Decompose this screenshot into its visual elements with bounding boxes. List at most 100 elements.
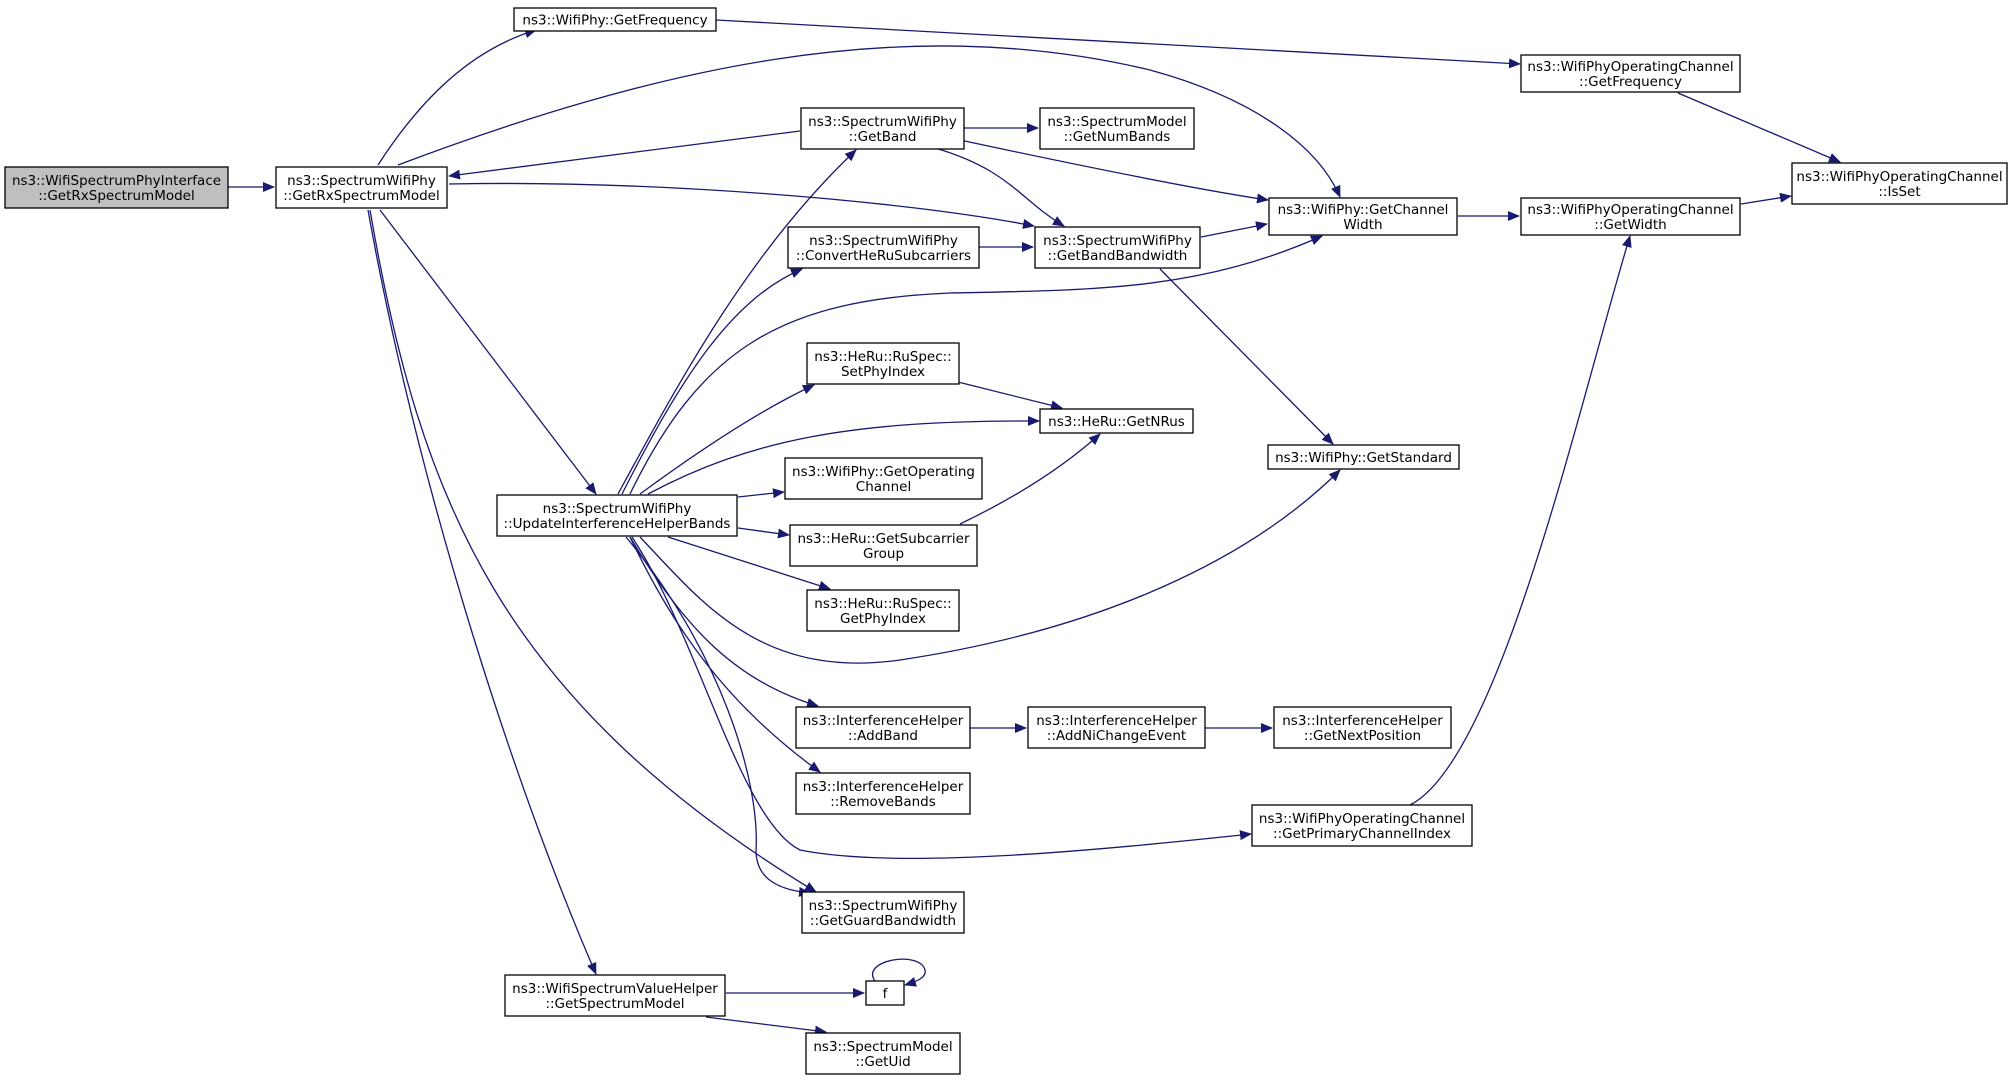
node-box[interactable] — [1039, 408, 1194, 434]
node-label: ns3::WifiPhy::GetOperating — [792, 464, 975, 480]
node-box[interactable] — [4, 166, 229, 209]
node-label: ::RemoveBands — [830, 794, 936, 810]
node-box[interactable] — [1027, 706, 1206, 749]
node-box[interactable] — [805, 1032, 961, 1075]
node-label: SetPhyIndex — [841, 364, 925, 380]
node-box[interactable] — [1520, 54, 1741, 93]
edge-sp_update-to-sp_getband — [617, 149, 857, 495]
node-sp_update[interactable]: ns3::SpectrumWifiPhy::UpdateInterference… — [496, 494, 738, 537]
node-label: ns3::WifiSpectrumValueHelper — [512, 981, 718, 997]
node-sm_getuid[interactable]: ns3::SpectrumModel::GetUid — [805, 1032, 961, 1075]
node-box[interactable] — [496, 494, 738, 537]
node-sm_getnumbands[interactable]: ns3::SpectrumModel::GetNumBands — [1039, 107, 1195, 150]
edge-sp_getband-to-wp_getchw — [959, 139, 1269, 204]
node-sp_convert[interactable]: ns3::SpectrumWifiPhy::ConvertHeRuSubcarr… — [787, 226, 980, 269]
node-box[interactable] — [801, 891, 965, 934]
node-label: Channel — [856, 479, 911, 495]
node-label: ::AddNiChangeEvent — [1047, 728, 1186, 744]
edge-sp_update-to-oc_getprim — [631, 536, 1252, 860]
edge-sp_getrx-to-wp_getchw — [397, 45, 1341, 198]
node-box[interactable] — [787, 226, 980, 269]
node-label: ::GetNumBands — [1064, 129, 1171, 145]
edge-sp_getband-to-sp_getbandbw — [934, 147, 1065, 227]
node-label: ::GetRxSpectrumModel — [283, 188, 439, 204]
node-label: ns3::SpectrumWifiPhy — [808, 114, 957, 130]
node-box[interactable] — [806, 589, 960, 632]
node-label: ns3::HeRu::RuSpec:: — [814, 349, 951, 365]
node-label: ::GetUid — [855, 1054, 910, 1070]
node-box[interactable] — [504, 974, 726, 1017]
edge-sp_getrx-to-wp_getfreq — [377, 28, 537, 166]
node-label: ns3::SpectrumModel — [813, 1039, 952, 1055]
edge-wp_getfreq-to-oc_getfreq — [715, 19, 1521, 69]
node-ru_setphy[interactable]: ns3::HeRu::RuSpec::SetPhyIndex — [806, 342, 960, 385]
node-box[interactable] — [1039, 107, 1195, 150]
node-box[interactable] — [513, 7, 717, 32]
node-label: ::GetGuardBandwidth — [810, 913, 956, 929]
node-heru_getnrus[interactable]: ns3::HeRu::GetNRus — [1039, 408, 1194, 434]
node-label: ::GetWidth — [1594, 217, 1666, 233]
edge-sp_update-to-ru_getphy — [667, 536, 831, 591]
edge-sp_update-to-ih_remove — [629, 536, 821, 773]
node-label: ::GetRxSpectrumModel — [38, 188, 194, 204]
node-oc_getfreq[interactable]: ns3::WifiPhyOperatingChannel::GetFrequen… — [1520, 54, 1741, 93]
node-wp_getfreq[interactable]: ns3::WifiPhy::GetFrequency — [513, 7, 717, 32]
node-box[interactable] — [1251, 804, 1473, 847]
edge-sp_update-to-heru_getsub — [737, 527, 790, 539]
node-box[interactable] — [795, 772, 971, 815]
node-oc_isset[interactable]: ns3::WifiPhyOperatingChannel::IsSet — [1791, 162, 2008, 205]
node-box[interactable] — [275, 166, 448, 209]
node-ih_addni[interactable]: ns3::InterferenceHelper::AddNiChangeEven… — [1027, 706, 1206, 749]
edge-heru_getsub-to-heru_getnrus — [959, 433, 1101, 525]
node-label: ns3::WifiSpectrumPhyInterface — [12, 173, 221, 189]
node-ih_getnext[interactable]: ns3::InterferenceHelper::GetNextPosition — [1273, 706, 1452, 749]
node-box[interactable] — [795, 706, 971, 749]
node-ih_remove[interactable]: ns3::InterferenceHelper::RemoveBands — [795, 772, 971, 815]
node-label: ns3::InterferenceHelper — [1282, 713, 1443, 729]
node-box[interactable] — [865, 980, 905, 1006]
node-sp_getband[interactable]: ns3::SpectrumWifiPhy::GetBand — [800, 107, 965, 150]
node-box[interactable] — [1520, 197, 1741, 236]
node-label: ::GetFrequency — [1579, 74, 1682, 90]
call-edges — [228, 19, 1841, 1036]
node-ru_getphy[interactable]: ns3::HeRu::RuSpec::GetPhyIndex — [806, 589, 960, 632]
edge-sp_update-to-ru_setphy — [639, 384, 815, 495]
node-ih_addband[interactable]: ns3::InterferenceHelper::AddBand — [795, 706, 971, 749]
node-f[interactable]: f — [865, 980, 905, 1006]
node-oc_getprim[interactable]: ns3::WifiPhyOperatingChannel::GetPrimary… — [1251, 804, 1473, 847]
node-box[interactable] — [800, 107, 965, 150]
node-box[interactable] — [1273, 706, 1452, 749]
node-root[interactable]: ns3::WifiSpectrumPhyInterface::GetRxSpec… — [4, 166, 229, 209]
node-box[interactable] — [789, 524, 978, 567]
node-label: ::GetNextPosition — [1304, 728, 1421, 744]
node-label: ns3::WifiPhyOperatingChannel — [1796, 169, 2002, 185]
node-wp_getstd[interactable]: ns3::WifiPhy::GetStandard — [1267, 444, 1460, 470]
node-box[interactable] — [806, 342, 960, 385]
node-label: ns3::WifiPhyOperatingChannel — [1259, 811, 1465, 827]
node-sp_getbandbw[interactable]: ns3::SpectrumWifiPhy::GetBandBandwidth — [1034, 226, 1201, 269]
node-box[interactable] — [1268, 197, 1458, 236]
node-box[interactable] — [784, 457, 983, 500]
node-label: ns3::SpectrumWifiPhy — [1043, 233, 1192, 249]
edge-sp_getband-to-sp_getrx — [448, 130, 801, 180]
node-box[interactable] — [1267, 444, 1460, 470]
node-label: ns3::SpectrumWifiPhy — [543, 501, 692, 517]
node-svh_getsm[interactable]: ns3::WifiSpectrumValueHelper::GetSpectru… — [504, 974, 726, 1017]
node-oc_getwidth[interactable]: ns3::WifiPhyOperatingChannel::GetWidth — [1520, 197, 1741, 236]
node-label: ::GetSpectrumModel — [545, 996, 684, 1012]
node-box[interactable] — [1034, 226, 1201, 269]
node-label: ns3::SpectrumModel — [1047, 114, 1186, 130]
node-box[interactable] — [1791, 162, 2008, 205]
node-label: ::AddBand — [848, 728, 918, 744]
node-label: ns3::WifiPhyOperatingChannel — [1527, 59, 1733, 75]
node-sp_getguard[interactable]: ns3::SpectrumWifiPhy::GetGuardBandwidth — [801, 891, 965, 934]
node-sp_getrx[interactable]: ns3::SpectrumWifiPhy::GetRxSpectrumModel — [275, 166, 448, 209]
node-label: ns3::WifiPhyOperatingChannel — [1527, 202, 1733, 218]
node-label: f — [883, 986, 889, 1002]
node-label: ns3::WifiPhy::GetStandard — [1275, 450, 1452, 466]
node-label: GetPhyIndex — [840, 611, 926, 627]
